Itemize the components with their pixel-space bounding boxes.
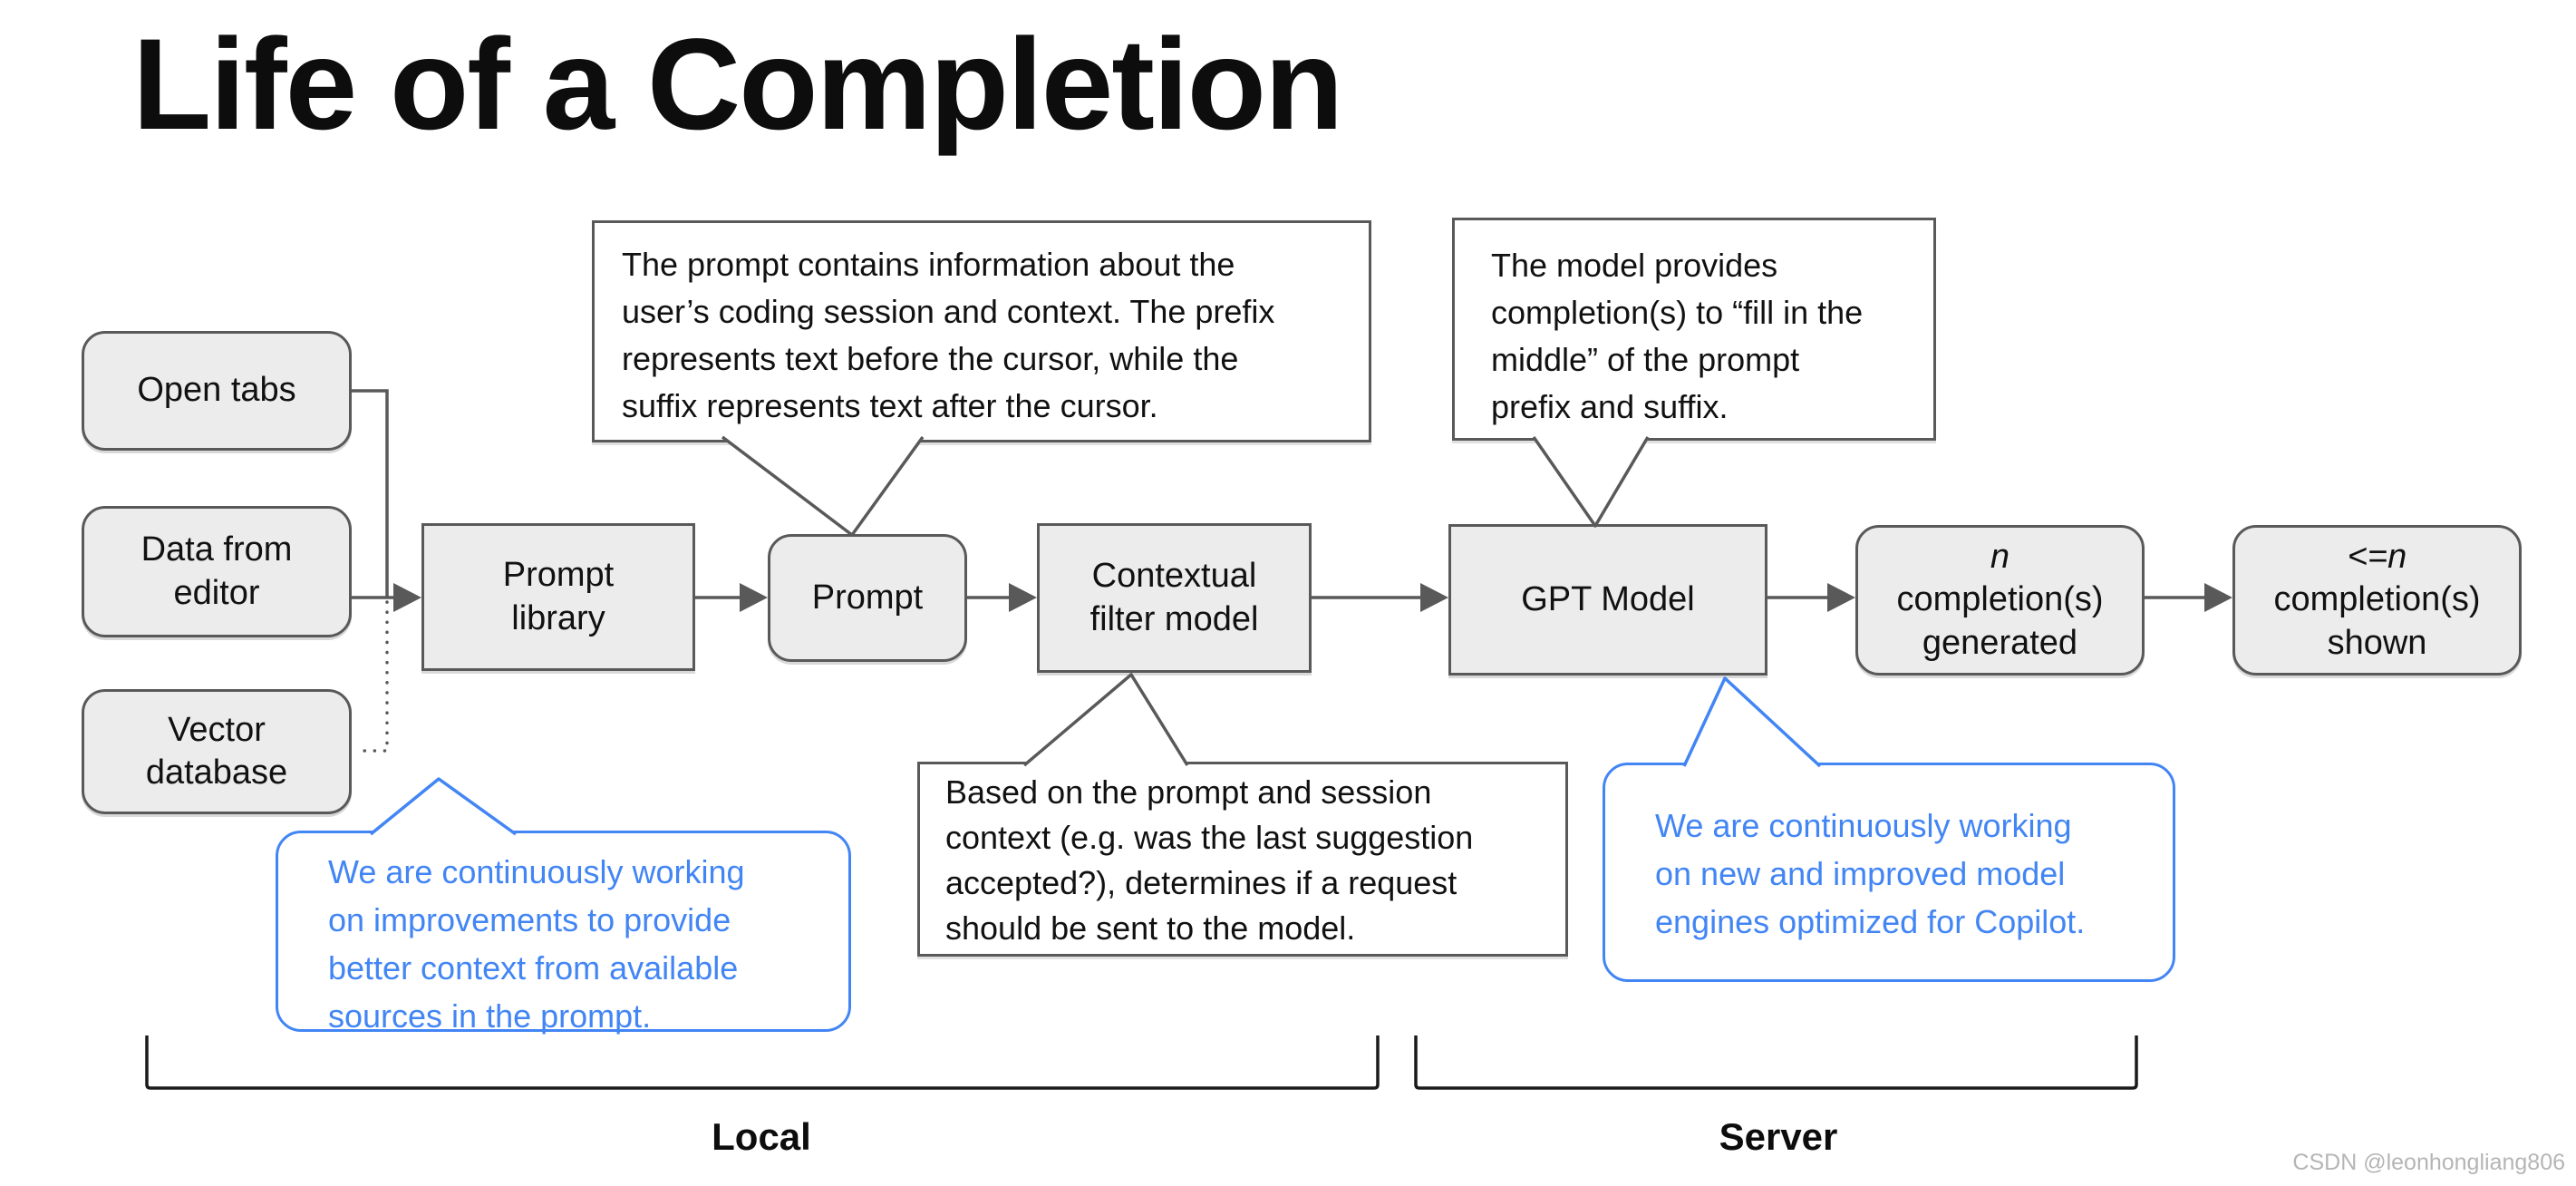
- node-gpt-model: GPT Model: [1448, 524, 1767, 676]
- filter-callout-tail: [1022, 673, 1189, 767]
- n-generated-label: completion(s) generated: [1896, 580, 2104, 662]
- lte-n-variable: <=n: [2347, 538, 2407, 577]
- node-open-tabs: Open tabs: [82, 331, 352, 451]
- page-title: Life of a Completion: [132, 13, 1343, 157]
- node-data-from-editor: Data from editor: [82, 506, 352, 637]
- note-model-engines: We are continuously working on new and i…: [1603, 763, 2175, 982]
- connector-open-tabs: [352, 389, 389, 597]
- arrowhead: [1009, 583, 1037, 612]
- node-n-completions-generated: n completion(s) generated: [1855, 525, 2145, 676]
- local-region-label: Local: [712, 1115, 811, 1158]
- arrowhead: [393, 583, 421, 612]
- prompt-callout-tail: [721, 435, 925, 537]
- arrowhead: [740, 583, 768, 612]
- model-callout-tail: [1532, 436, 1650, 528]
- server-brace: [1414, 1035, 2138, 1090]
- arrowhead: [1827, 583, 1855, 612]
- note-context-improvements: We are continuously working on improveme…: [276, 831, 851, 1035]
- node-contextual-filter-model: Contextual filter model: [1037, 523, 1312, 673]
- callout-prompt-info: The prompt contains information about th…: [592, 220, 1371, 442]
- arrowhead: [2204, 583, 2232, 612]
- local-brace: [145, 1035, 1380, 1090]
- node-lte-n-completions-shown: <=n completion(s) shown: [2232, 525, 2522, 676]
- model-note-tail: [1682, 676, 1822, 768]
- callout-model-info: The model provides completion(s) to “fil…: [1452, 218, 1936, 441]
- node-prompt: Prompt: [768, 534, 967, 662]
- n-variable: n: [1990, 538, 2010, 577]
- node-vector-database: Vector database: [82, 689, 352, 814]
- lte-shown-label: completion(s) shown: [2273, 580, 2481, 662]
- watermark: CSDN @leonhongliang806: [2292, 1150, 2565, 1175]
- dotted-connector-vector-database: [353, 600, 389, 753]
- node-prompt-library: Prompt library: [421, 523, 695, 671]
- server-region-label: Server: [1719, 1115, 1838, 1158]
- context-note-tail: [369, 777, 518, 836]
- callout-filter-info: Based on the prompt and session context …: [917, 762, 1568, 957]
- arrowhead: [1420, 583, 1448, 612]
